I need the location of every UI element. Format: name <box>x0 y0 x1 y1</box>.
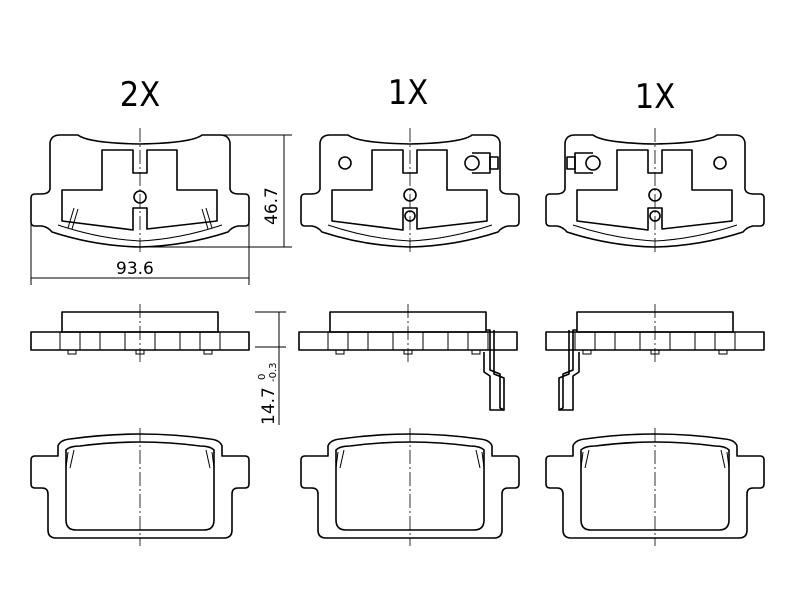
side-view-middle <box>298 304 518 411</box>
dimension-thickness: 14.7 0 -0.3 <box>255 311 286 425</box>
height-value: 46.7 <box>262 187 282 225</box>
quantity-label-right: 1X <box>635 77 675 117</box>
thickness-tolerance-upper: 0 <box>257 374 268 380</box>
side-view-left <box>30 304 250 362</box>
side-view-right <box>545 304 765 411</box>
dimension-width: 93.6 <box>30 200 250 285</box>
backplate-view-left <box>30 128 250 253</box>
friction-face-view-middle <box>300 428 520 546</box>
thickness-tolerance-lower: -0.3 <box>268 362 279 382</box>
dimension-height: 46.7 <box>150 134 292 248</box>
thickness-value: 14.7 <box>259 387 279 425</box>
backplate-view-right <box>545 128 765 253</box>
quantity-label-left: 2X <box>120 75 160 115</box>
width-value: 93.6 <box>116 259 154 279</box>
backplate-view-middle <box>300 128 520 253</box>
friction-face-view-left <box>30 428 250 546</box>
friction-face-view-right <box>545 428 765 546</box>
quantity-label-middle: 1X <box>388 73 428 113</box>
